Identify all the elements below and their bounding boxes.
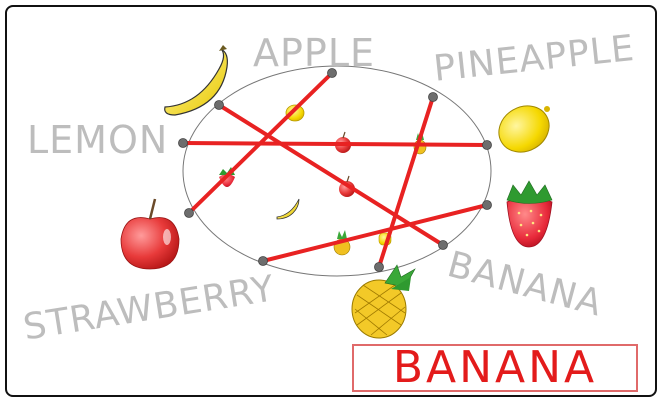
lemon-icon	[490, 97, 557, 161]
label-apple: APPLE	[253, 34, 375, 72]
connection-lines	[183, 73, 487, 267]
apple-icon	[121, 199, 179, 269]
answer-box[interactable]: BANANA	[352, 344, 638, 392]
strawberry-icon	[507, 181, 552, 247]
answer-text: BANANA	[393, 346, 597, 390]
small-banana-icon	[277, 199, 299, 219]
label-lemon: LEMON	[27, 121, 168, 159]
game-board: APPLE PINEAPPLE LEMON STRAWBERRY BANANA …	[5, 5, 657, 397]
pineapple-icon	[352, 265, 415, 338]
